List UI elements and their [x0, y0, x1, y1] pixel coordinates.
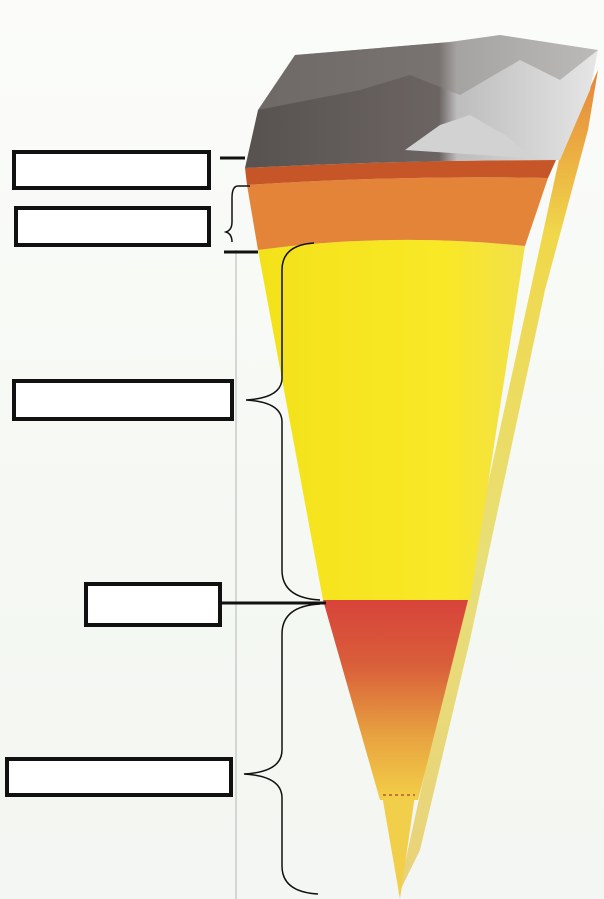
brace-small: [226, 186, 250, 242]
label-box-mantle[interactable]: [12, 379, 234, 421]
upper-layer: [247, 177, 548, 250]
label-box-core[interactable]: [5, 757, 233, 797]
brace-core: [244, 604, 320, 894]
label-box-boundary[interactable]: [84, 582, 222, 627]
label-box-upper-layer[interactable]: [14, 206, 211, 247]
label-box-crust[interactable]: [12, 150, 211, 190]
